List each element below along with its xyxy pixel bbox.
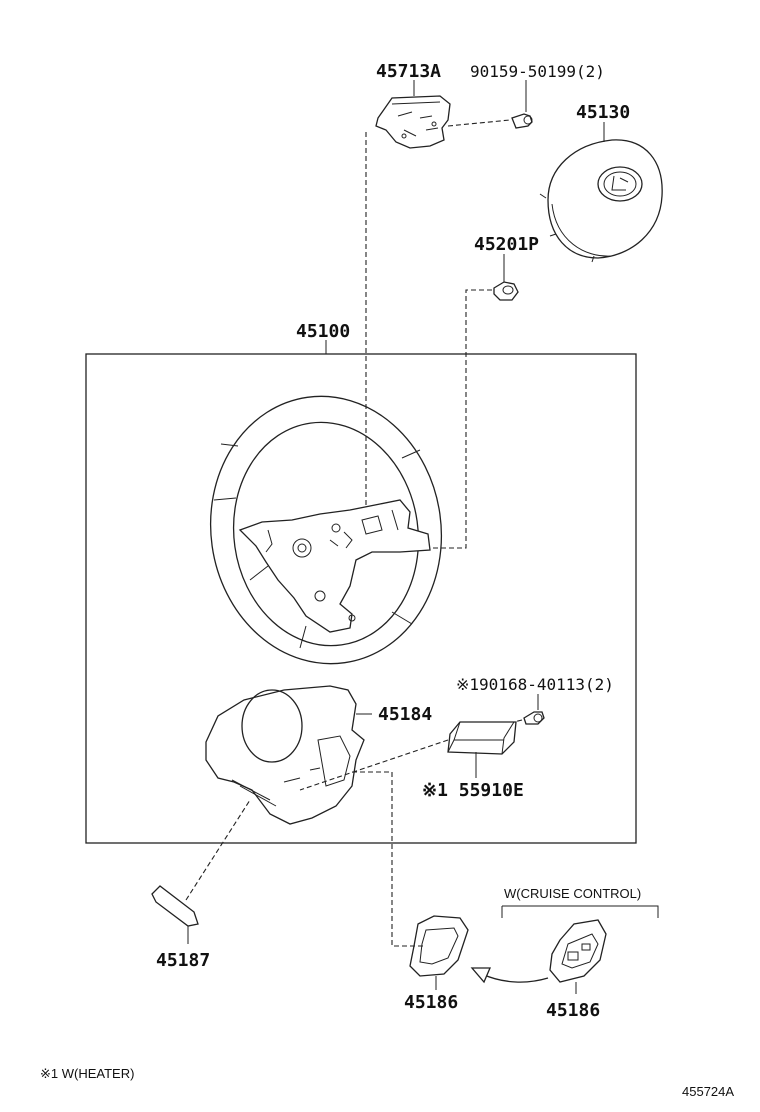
- label-45100: 45100: [296, 321, 350, 342]
- label-90159-50199: 90159-50199(2): [470, 62, 605, 81]
- leader-bolt-bracket: [447, 119, 511, 127]
- label-90168-40113: ※190168-40113(2): [456, 675, 614, 694]
- label-45201P: 45201P: [474, 234, 539, 255]
- bezel-45186-right: [549, 919, 607, 983]
- leader-screw-module: [513, 719, 523, 723]
- nut-45201P: [493, 281, 519, 301]
- bolt-90159-50199: [511, 113, 533, 129]
- label-45184: 45184: [378, 704, 432, 725]
- assembly-frame: [85, 353, 637, 844]
- label-45186-right: 45186: [546, 1000, 600, 1021]
- label-45187: 45187: [156, 950, 210, 971]
- label-45130: 45130: [576, 102, 630, 123]
- label-cruise-control: W(CRUISE CONTROL): [504, 886, 641, 901]
- cover-45184: [205, 685, 365, 825]
- leader-module-cover: [299, 739, 449, 791]
- label-45186-left: 45186: [404, 992, 458, 1013]
- bezel-45186-left: [409, 915, 469, 977]
- cruise-control-bracket: [501, 905, 659, 918]
- bracket-45713A: [375, 95, 451, 149]
- label-55910E: ※1 55910E: [422, 780, 524, 801]
- label-45713A: 45713A: [376, 61, 441, 82]
- diagram-id: 455724A: [682, 1084, 734, 1099]
- footnote-heater: ※1 W(HEATER): [40, 1066, 134, 1081]
- steering-wheel-45100: [209, 395, 443, 665]
- screw-90168-40113: [523, 711, 545, 725]
- replacement-arrow: [470, 967, 549, 984]
- heater-module-55910E: [447, 721, 517, 778]
- leader-trim-cover: [185, 799, 251, 901]
- trim-45187: [151, 885, 199, 927]
- airbag-45130: [539, 139, 663, 263]
- leader-bezel-cover: [352, 771, 424, 947]
